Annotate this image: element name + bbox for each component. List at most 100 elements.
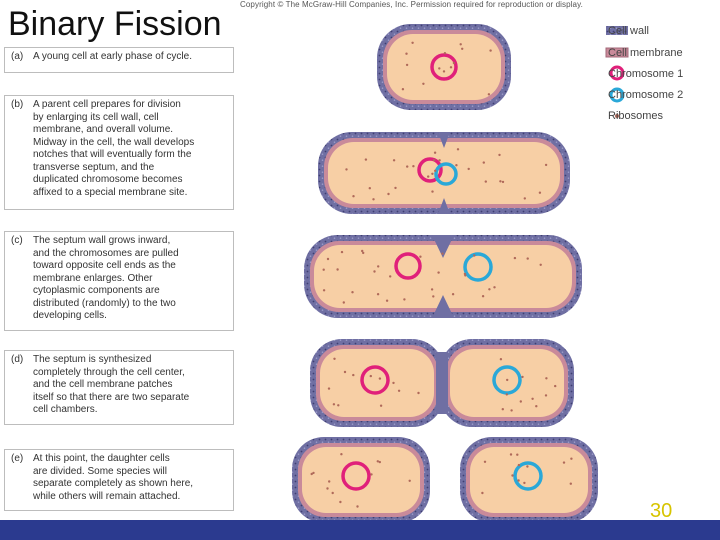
step-d-text: The septum is synthesized completely thr…: [33, 354, 190, 415]
ribosome-dot: [379, 404, 383, 407]
slide-number: 30: [650, 500, 673, 522]
ribosome-dot: [455, 164, 458, 167]
ribosome-dot: [431, 190, 434, 193]
ribosome-dot: [343, 370, 347, 374]
ribosome-dot: [526, 257, 529, 260]
cell-stage-c: [304, 235, 582, 318]
ribosome-dot: [554, 384, 557, 388]
chromosome-1-ring: [609, 65, 625, 81]
cell-wall-swatch: [606, 26, 628, 35]
legend-chromosome-2: Chromosome 2: [608, 89, 684, 101]
step-d-box: (d) The septum is synthesized completely…: [4, 350, 234, 425]
ribosome-dot: [481, 295, 485, 298]
step-b-box: (b) A parent cell prepares for division …: [4, 95, 234, 210]
ribosome-dot: [327, 387, 331, 390]
copyright-notice: Copyright © The McGraw-Hill Companies, I…: [240, 0, 583, 9]
ribosome-dot: [506, 378, 509, 382]
ribosome-dot: [441, 252, 444, 255]
ribosome-dot: [569, 482, 572, 485]
ribosome-dot: [376, 460, 379, 463]
ribosome-dot: [373, 270, 376, 273]
ribosome-dot: [437, 271, 440, 274]
ribosome-dot: [432, 295, 435, 298]
ribosome-dot: [412, 165, 415, 168]
ribosome-dot: [340, 453, 343, 456]
ribosome-dot: [499, 358, 503, 361]
ribosome-dot: [473, 254, 476, 257]
ribosome-dot: [326, 257, 330, 261]
ribosome-dot: [432, 158, 436, 162]
ribosome-dot: [434, 169, 437, 172]
ribosome-dot: [459, 43, 462, 46]
ribosome-dot: [431, 172, 434, 175]
ribosome-dot: [326, 487, 329, 490]
ribosome-dot: [517, 463, 521, 467]
ribosome-dot: [481, 491, 484, 495]
ribosome-dot: [385, 299, 389, 302]
ribosome-dot: [505, 393, 508, 396]
ribosome-dot: [378, 460, 381, 464]
ribosome-dot: [482, 161, 485, 164]
ribosome-dot: [352, 195, 355, 198]
step-a-letter: (a): [11, 51, 24, 62]
ribosome-dot: [452, 61, 456, 65]
ribosome-dot: [451, 293, 455, 296]
ribosome-dot: [369, 374, 372, 378]
ribosome-dot: [526, 465, 529, 468]
ribosome-dot: [570, 457, 573, 460]
cell-stage-e: [292, 437, 598, 523]
step-d-letter: (d): [11, 354, 24, 365]
step-a-box: (a) A young cell at early phase of cycle…: [4, 47, 234, 73]
ribosome-dot: [461, 47, 464, 50]
ribosome-dot: [430, 288, 434, 291]
ribosome-dot: [351, 291, 354, 294]
ribosome-dot: [310, 472, 313, 476]
ribosome-dot: [333, 357, 336, 360]
ribosome-dot: [433, 151, 437, 154]
step-c-letter: (c): [11, 235, 23, 246]
ribosome-dot: [370, 473, 373, 476]
ribosome-dot: [336, 268, 339, 271]
ribosome-dot: [464, 274, 467, 277]
ribosome-dot: [544, 163, 548, 167]
ribosome-dot: [322, 289, 326, 292]
ribosome-dot: [372, 198, 375, 201]
ribosome-dot: [562, 461, 566, 464]
ribosome-dot: [523, 197, 526, 200]
ribosome-dot: [438, 67, 441, 70]
ribosome-dot: [449, 66, 453, 69]
ribosome-dot: [513, 256, 517, 260]
ribosome-dot: [392, 381, 395, 385]
ribosome-dot: [467, 167, 470, 171]
cell-stage-d: [310, 339, 574, 427]
ribosome-dot: [387, 192, 390, 196]
ribosome-dot: [501, 408, 504, 411]
step-a-text: A young cell at early phase of cycle.: [33, 51, 192, 62]
ribosome-dot: [352, 373, 355, 377]
ribosome-dot: [394, 186, 397, 190]
ribosome-dot: [456, 148, 460, 151]
ribosome-dot: [511, 474, 514, 477]
step-c-box: (c) The septum wall grows inward, and th…: [4, 231, 234, 331]
ribosome-dot: [312, 471, 315, 475]
ribosome-dot: [368, 187, 371, 190]
ribosome-dot: [345, 168, 348, 171]
ribosome-dot: [411, 41, 414, 44]
ribosome-dot: [483, 460, 487, 463]
ribosome-dot: [544, 394, 548, 397]
slide-title: Binary Fission: [8, 5, 222, 43]
ribosome-dot: [501, 180, 505, 184]
legend-cell-membrane: Cell membrane: [608, 47, 683, 59]
ribosome-dot: [488, 288, 491, 291]
cell-stage-b: [318, 132, 570, 214]
ribosome-dot: [378, 377, 382, 380]
ribosome-dot: [406, 165, 409, 168]
chromosome-1-ring: [430, 53, 458, 81]
ribosome-dot: [489, 49, 492, 52]
ribosome-dots: [310, 41, 573, 508]
legend-cell-wall: Cell wall: [608, 25, 649, 37]
legend-ribosomes: Ribosomes: [608, 110, 664, 122]
ribosome-dot: [517, 479, 520, 482]
cell-stage-a: [377, 24, 511, 110]
